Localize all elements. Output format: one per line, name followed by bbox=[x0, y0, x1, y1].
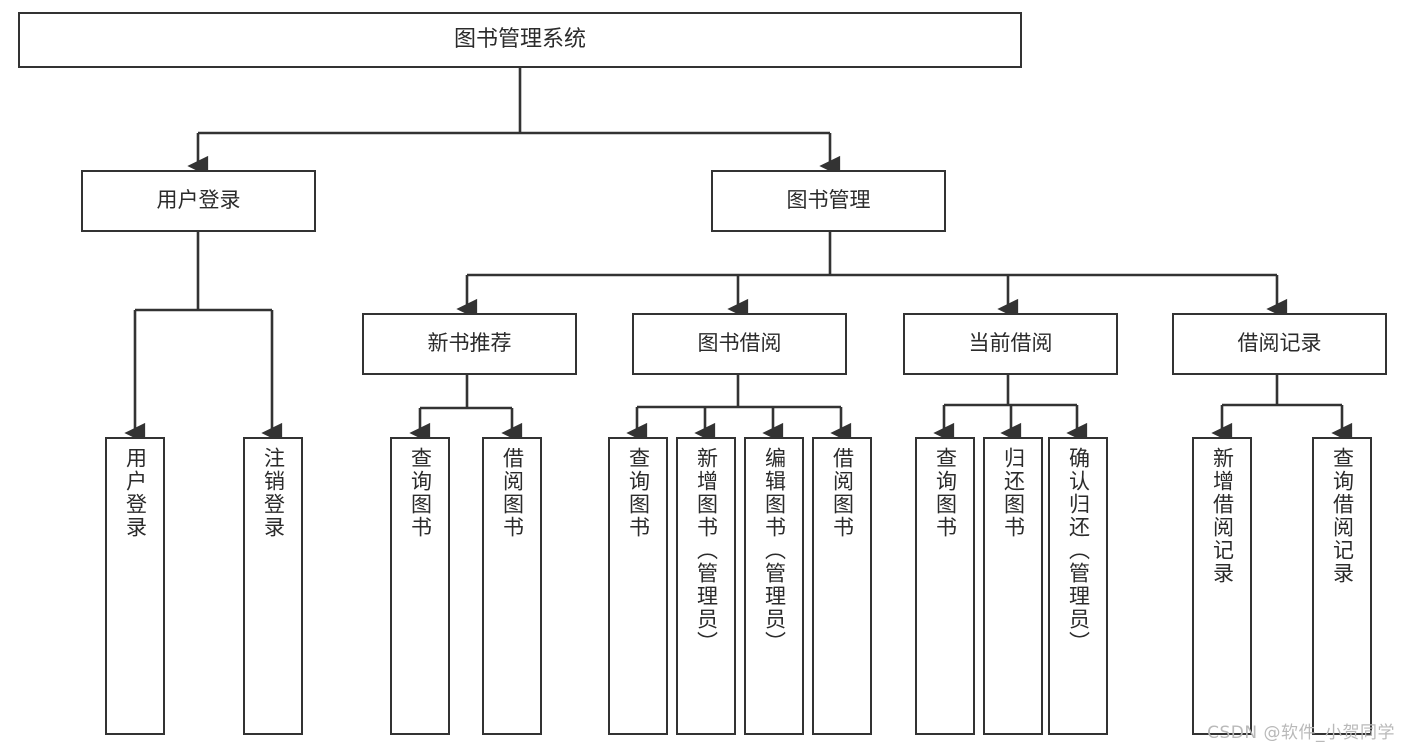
node-book-borrow[interactable]: 图书借阅 bbox=[632, 313, 847, 375]
node-label: 当前借阅 bbox=[968, 331, 1053, 356]
node-label: 注销登录 bbox=[261, 447, 286, 539]
node-label: 新书推荐 bbox=[427, 331, 512, 356]
node-label: 图书管理系统 bbox=[453, 26, 586, 52]
node-borrow-record[interactable]: 借阅记录 bbox=[1172, 313, 1387, 375]
leaf-query-book-borrow[interactable]: 查询图书 bbox=[608, 437, 668, 735]
node-label: 用户登录 bbox=[156, 188, 241, 213]
leaf-borrow-book[interactable]: 借阅图书 bbox=[812, 437, 872, 735]
node-label: 归还图书 bbox=[1001, 447, 1026, 539]
node-new-book-recommend[interactable]: 新书推荐 bbox=[362, 313, 577, 375]
leaf-borrow-book-recommend[interactable]: 借阅图书 bbox=[482, 437, 542, 735]
node-label: 新增借阅记录 bbox=[1210, 447, 1235, 585]
leaf-add-borrow-record[interactable]: 新增借阅记录 bbox=[1192, 437, 1252, 735]
node-label: 新增图书（管理员） bbox=[694, 447, 719, 654]
watermark: CSDN @软件_小贺同学 bbox=[1207, 723, 1395, 743]
leaf-query-borrow-record[interactable]: 查询借阅记录 bbox=[1312, 437, 1372, 735]
leaf-return-book[interactable]: 归还图书 bbox=[983, 437, 1043, 735]
node-label: 图书借阅 bbox=[697, 331, 782, 356]
leaf-query-book-recommend[interactable]: 查询图书 bbox=[390, 437, 450, 735]
node-label: 编辑图书（管理员） bbox=[762, 447, 787, 654]
node-root-system[interactable]: 图书管理系统 bbox=[18, 12, 1022, 68]
leaf-user-login[interactable]: 用户登录 bbox=[105, 437, 165, 735]
node-label: 借阅记录 bbox=[1237, 331, 1322, 356]
node-user-login[interactable]: 用户登录 bbox=[81, 170, 316, 232]
node-label: 查询图书 bbox=[408, 447, 433, 539]
node-label: 查询图书 bbox=[626, 447, 651, 539]
node-current-borrow[interactable]: 当前借阅 bbox=[903, 313, 1118, 375]
node-book-management[interactable]: 图书管理 bbox=[711, 170, 946, 232]
leaf-edit-book-admin[interactable]: 编辑图书（管理员） bbox=[744, 437, 804, 735]
node-label: 用户登录 bbox=[123, 447, 148, 539]
node-label: 借阅图书 bbox=[500, 447, 525, 539]
leaf-logout[interactable]: 注销登录 bbox=[243, 437, 303, 735]
node-label: 图书管理 bbox=[786, 188, 871, 213]
leaf-query-book-current[interactable]: 查询图书 bbox=[915, 437, 975, 735]
leaf-add-book-admin[interactable]: 新增图书（管理员） bbox=[676, 437, 736, 735]
leaf-confirm-return-admin[interactable]: 确认归还（管理员） bbox=[1048, 437, 1108, 735]
node-label: 借阅图书 bbox=[830, 447, 855, 539]
node-label: 确认归还（管理员） bbox=[1066, 447, 1091, 654]
node-label: 查询图书 bbox=[933, 447, 958, 539]
node-label: 查询借阅记录 bbox=[1330, 447, 1355, 585]
